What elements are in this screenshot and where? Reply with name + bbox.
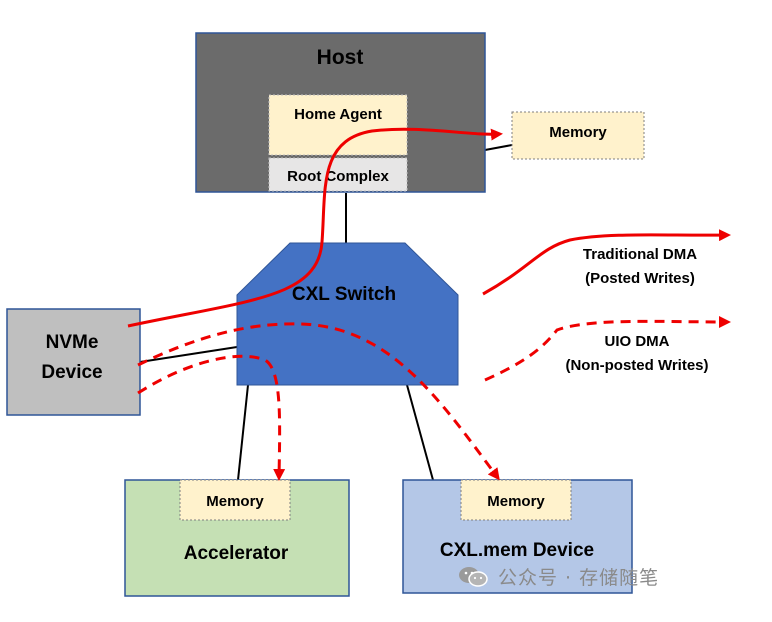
accelerator-memory-box	[179, 479, 291, 521]
uio-dma-flow-to-cxlmem	[137, 322, 500, 481]
link-host-memory	[484, 144, 513, 151]
legend-traditional-line1: Traditional DMA	[583, 246, 697, 263]
wechat-icon	[459, 566, 488, 587]
cxl-mem-label: CXL.mem Device	[440, 540, 594, 561]
connector-lines	[139, 144, 513, 481]
watermark-text: 公众号 · 存储随笔	[498, 567, 660, 589]
legend-uio-line2: (Non-posted Writes)	[565, 357, 708, 374]
root-complex-box	[268, 157, 408, 192]
legend-traditional-dma-arrow	[482, 229, 731, 296]
root-complex-label: Root Complex	[287, 168, 389, 185]
nvme-box	[6, 308, 141, 416]
host-memory: Memory	[511, 111, 645, 160]
link-switch-cxlmem	[406, 384, 434, 481]
cxl-switch: CXL Switch	[236, 242, 459, 386]
cxl-mem-memory-label: Memory	[487, 493, 545, 510]
link-switch-accelerator	[237, 384, 249, 481]
host-memory-box	[511, 111, 645, 160]
cxl-switch-label: CXL Switch	[292, 284, 396, 305]
accelerator-memory-label: Memory	[206, 493, 264, 510]
nvme-device: NVMe Device	[6, 308, 141, 416]
host-title: Host	[317, 46, 364, 69]
nvme-label-line2: Device	[41, 362, 102, 383]
legend-traditional-line2: (Posted Writes)	[585, 270, 695, 287]
traditional-dma-flow-arrow	[127, 127, 503, 328]
nvme-label-line1: NVMe	[46, 332, 99, 353]
home-agent-box	[268, 94, 408, 156]
host-box: Host Home Agent Root Complex	[195, 32, 486, 193]
accelerator: Memory Accelerator	[124, 479, 350, 597]
accelerator-label: Accelerator	[184, 543, 289, 564]
link-switch-nvme	[139, 346, 238, 363]
legend-uio-dma-arrow	[484, 315, 731, 382]
cxl-mem-device: Memory CXL.mem Device	[402, 479, 633, 594]
cxl-mem-memory-box	[460, 479, 572, 521]
home-agent-label: Home Agent	[294, 106, 382, 123]
host-memory-label: Memory	[549, 124, 607, 141]
cxl-switch-shape	[236, 242, 459, 386]
uio-dma-flow-to-accelerator	[137, 354, 286, 481]
watermark: 公众号 · 存储随笔	[458, 563, 659, 590]
legend-uio-line1: UIO DMA	[605, 333, 670, 350]
